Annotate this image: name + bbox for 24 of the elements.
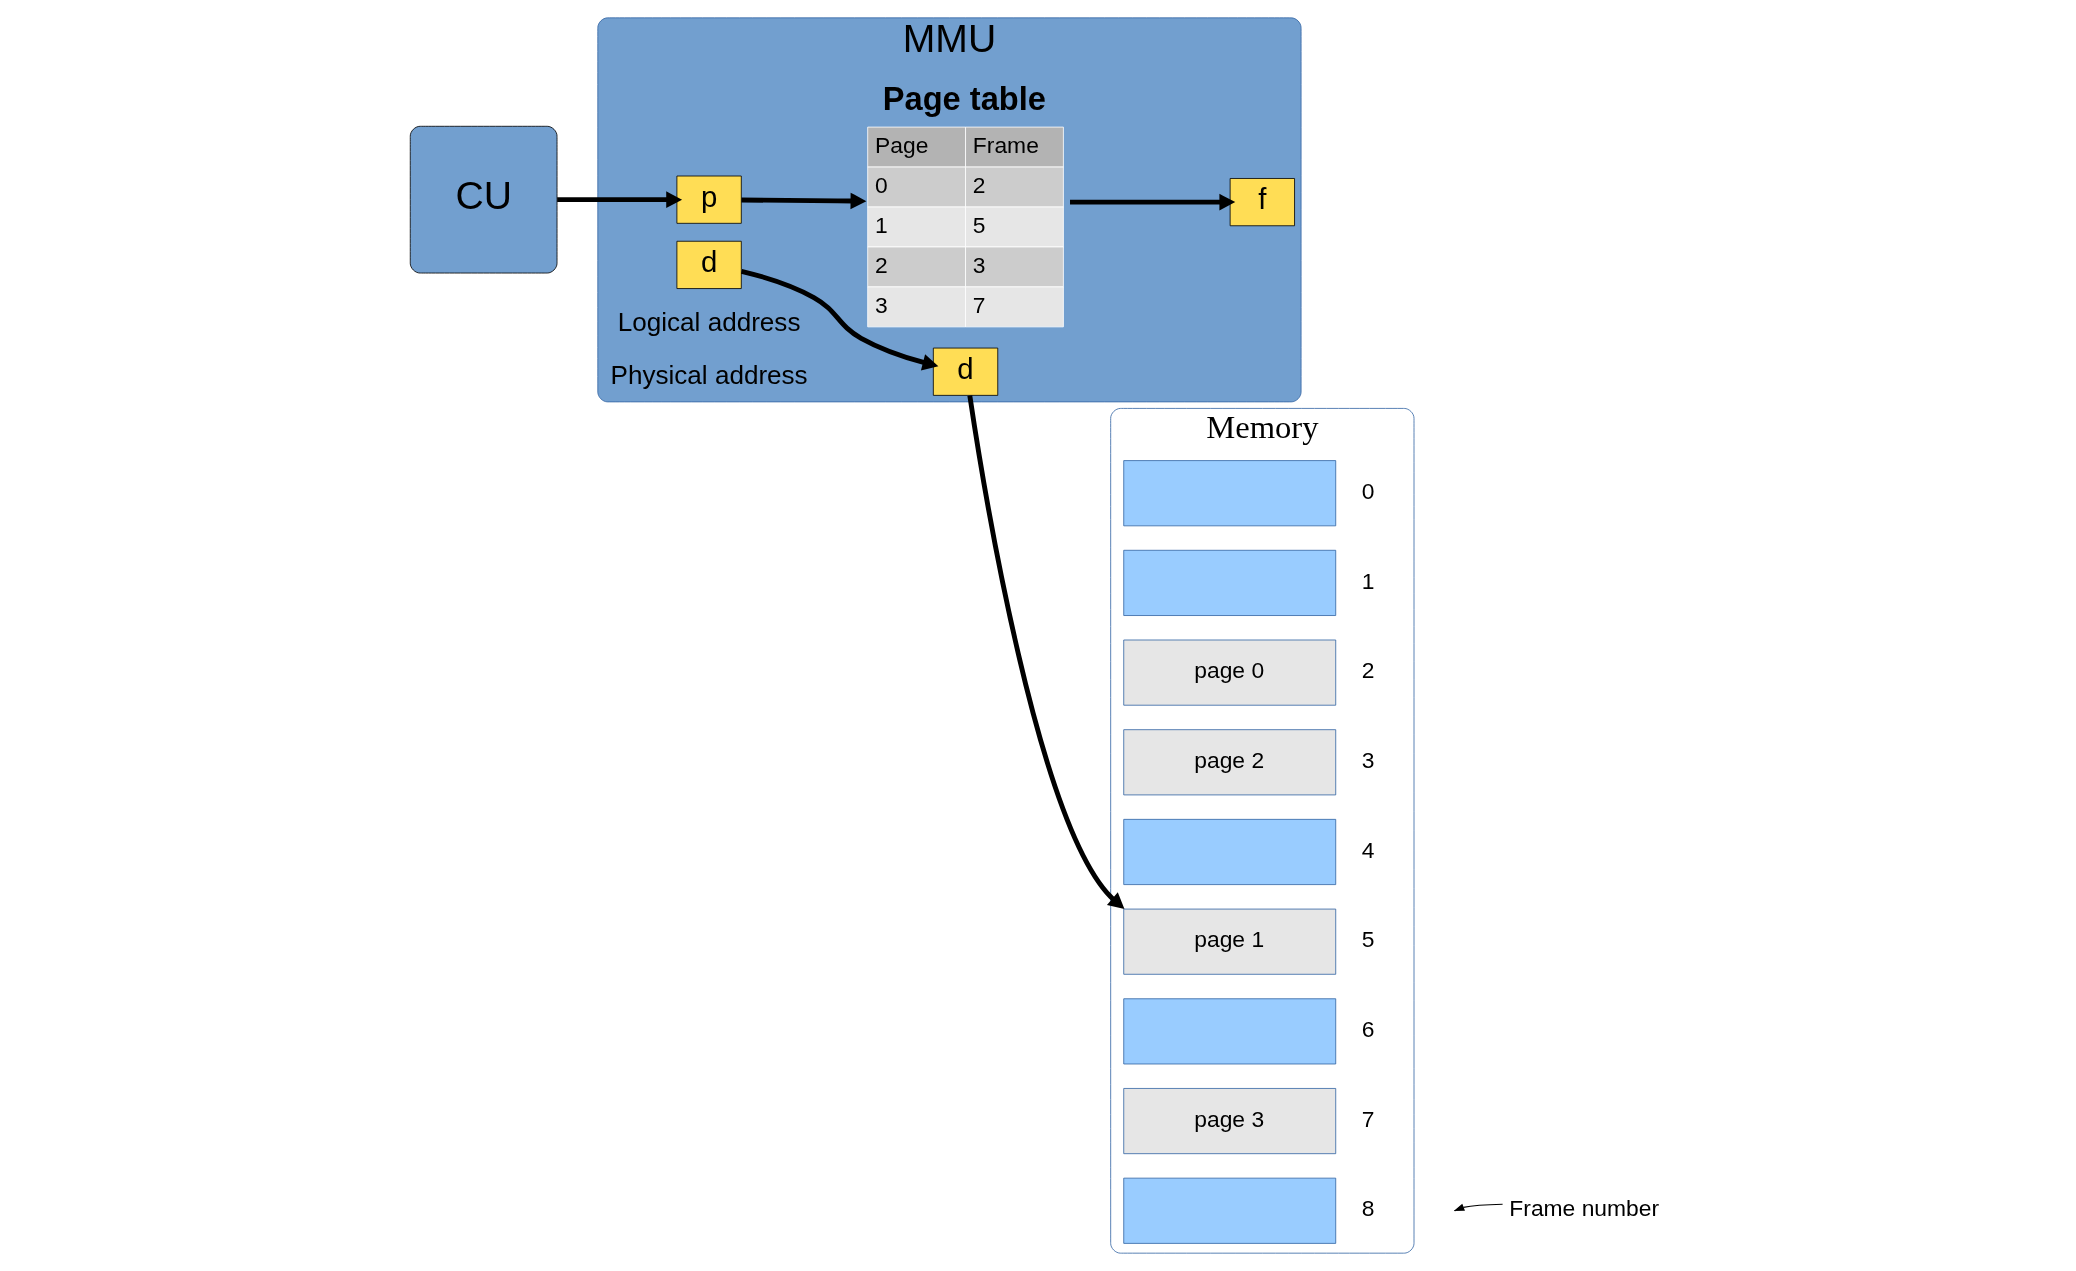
node-text: Frame number xyxy=(1509,1195,1660,1222)
node-label: 2 xyxy=(1361,657,1375,684)
arrow xyxy=(1070,193,1236,211)
label: Logical address xyxy=(617,307,801,338)
node-label: 8 xyxy=(1361,1195,1375,1222)
node-label: 1 xyxy=(1361,567,1375,594)
arrow xyxy=(740,268,939,371)
node-label: Page table xyxy=(882,79,1046,117)
node-box: d xyxy=(932,347,999,396)
node-label: 6 xyxy=(1361,1016,1375,1042)
node-box: f xyxy=(1229,178,1295,227)
label: Physical address xyxy=(610,360,808,391)
node-label: 3 xyxy=(1361,746,1375,773)
arrow xyxy=(741,192,867,210)
node-box: d xyxy=(676,240,742,289)
node-label: 4 xyxy=(1361,836,1375,863)
arrow xyxy=(967,395,1125,909)
node-box: CU xyxy=(409,125,558,274)
node-box: p xyxy=(676,175,742,224)
node-label: 7 xyxy=(1361,1105,1375,1132)
node-label: 5 xyxy=(1361,926,1375,953)
arrow xyxy=(1453,1203,1504,1211)
arrow xyxy=(557,191,683,208)
node-label: 0 xyxy=(1361,477,1375,504)
